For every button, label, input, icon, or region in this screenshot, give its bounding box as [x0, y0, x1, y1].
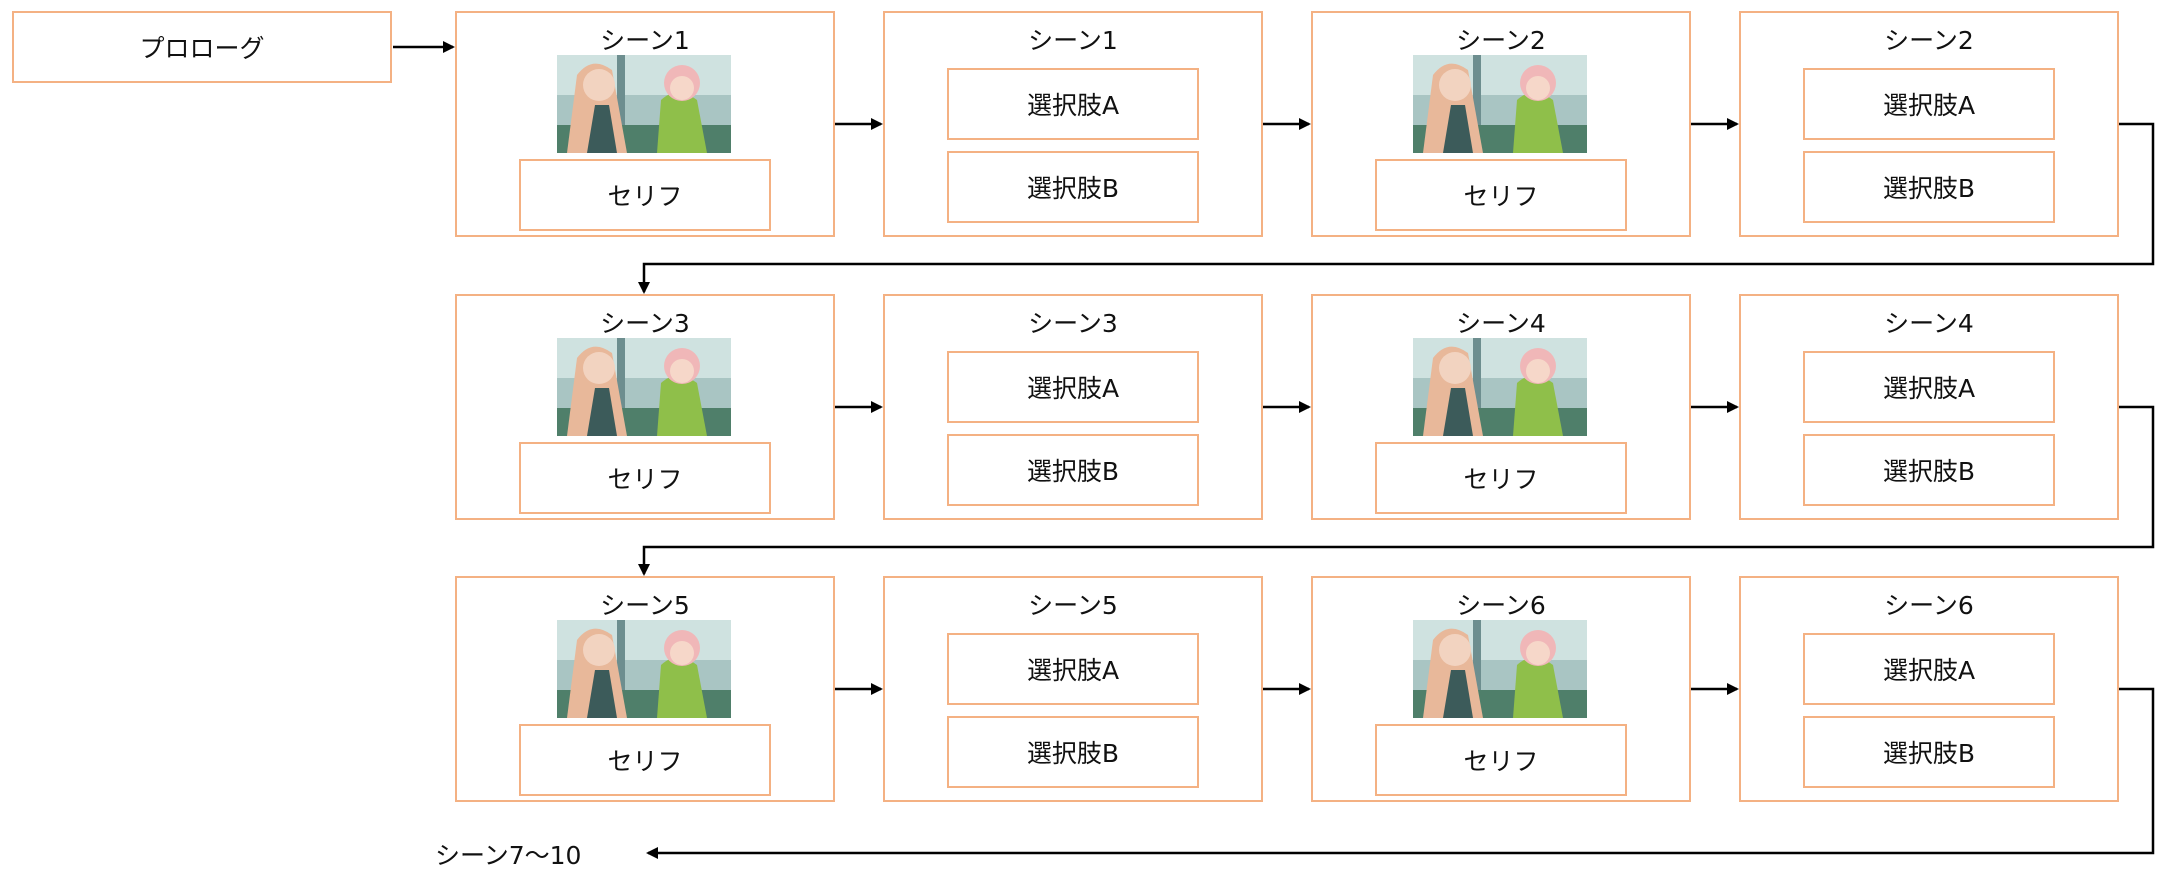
scene-card-choices: シーン5 選択肢A 選択肢B — [883, 576, 1263, 802]
choice-a-label: 選択肢A — [1882, 656, 1976, 685]
choice-b-label: 選択肢B — [1882, 739, 1976, 768]
choice-b-label: 選択肢B — [1026, 739, 1120, 768]
choice-b-box: 選択肢B — [947, 151, 1199, 223]
choice-a-label: 選択肢A — [1882, 91, 1976, 120]
choice-a-box: 選択肢A — [1803, 633, 2055, 705]
dialogue-box: セリフ — [519, 724, 771, 796]
character-illustration-thumbnail — [1413, 55, 1587, 153]
character-illustration-thumbnail — [557, 55, 731, 153]
flow-arrow — [646, 687, 2155, 859]
scene-title: シーン6 — [1456, 591, 1546, 620]
choice-b-label: 選択肢B — [1882, 457, 1976, 486]
scene-title: シーン4 — [1884, 309, 1974, 338]
choice-a-label: 選択肢A — [1026, 656, 1120, 685]
dialogue-label: セリフ — [1463, 747, 1539, 776]
scene-card-dialogue: シーン4 セリフ — [1311, 294, 1691, 520]
character-illustration-thumbnail — [1413, 338, 1587, 436]
scene-title: シーン5 — [1028, 591, 1118, 620]
choice-b-label: 選択肢B — [1026, 457, 1120, 486]
choice-a-label: 選択肢A — [1026, 91, 1120, 120]
scene-card-choices: シーン1 選択肢A 選択肢B — [883, 11, 1263, 237]
choice-a-box: 選択肢A — [1803, 68, 2055, 140]
dialogue-box: セリフ — [1375, 724, 1627, 796]
scene-title: シーン3 — [600, 309, 690, 338]
scene-card-dialogue: シーン6 セリフ — [1311, 576, 1691, 802]
dialogue-label: セリフ — [607, 747, 683, 776]
choice-a-box: 選択肢A — [1803, 351, 2055, 423]
scene-card-dialogue: シーン3 セリフ — [455, 294, 835, 520]
choice-b-box: 選択肢B — [1803, 434, 2055, 506]
scene-card-dialogue: シーン1 セリフ — [455, 11, 835, 237]
dialogue-box: セリフ — [519, 159, 771, 231]
dialogue-label: セリフ — [607, 465, 683, 494]
scene-card-dialogue: シーン2 セリフ — [1311, 11, 1691, 237]
choice-b-box: 選択肢B — [1803, 151, 2055, 223]
scene-title: シーン1 — [1028, 26, 1118, 55]
choice-b-box: 選択肢B — [947, 716, 1199, 788]
scene-card-choices: シーン3 選択肢A 選択肢B — [883, 294, 1263, 520]
scene-title: シーン6 — [1884, 591, 1974, 620]
dialogue-label: セリフ — [607, 182, 683, 211]
choice-b-box: 選択肢B — [1803, 716, 2055, 788]
scene-card-choices: シーン6 選択肢A 選択肢B — [1739, 576, 2119, 802]
flow-arrow — [638, 122, 2155, 294]
scene-card-choices: シーン2 選択肢A 選択肢B — [1739, 11, 2119, 237]
scene-card-dialogue: シーン5 セリフ — [455, 576, 835, 802]
dialogue-box: セリフ — [519, 442, 771, 514]
prologue-box: プロローグ — [12, 11, 392, 83]
scene-title: シーン2 — [1884, 26, 1974, 55]
scene-card-choices: シーン4 選択肢A 選択肢B — [1739, 294, 2119, 520]
dialogue-label: セリフ — [1463, 465, 1539, 494]
dialogue-box: セリフ — [1375, 159, 1627, 231]
choice-a-box: 選択肢A — [947, 68, 1199, 140]
prologue-label: プロローグ — [139, 34, 265, 63]
choice-a-label: 選択肢A — [1026, 374, 1120, 403]
scene-title: シーン5 — [600, 591, 690, 620]
choice-a-box: 選択肢A — [947, 351, 1199, 423]
character-illustration-thumbnail — [557, 338, 731, 436]
scene-title: シーン2 — [1456, 26, 1546, 55]
flow-arrow — [638, 405, 2155, 576]
scene-title: シーン4 — [1456, 309, 1546, 338]
choice-b-label: 選択肢B — [1026, 174, 1120, 203]
choice-b-label: 選択肢B — [1882, 174, 1976, 203]
character-illustration-thumbnail — [557, 620, 731, 718]
choice-a-label: 選択肢A — [1882, 374, 1976, 403]
choice-a-box: 選択肢A — [947, 633, 1199, 705]
scene-title: シーン1 — [600, 26, 690, 55]
scene-title: シーン3 — [1028, 309, 1118, 338]
dialogue-box: セリフ — [1375, 442, 1627, 514]
choice-b-box: 選択肢B — [947, 434, 1199, 506]
character-illustration-thumbnail — [1413, 620, 1587, 718]
dialogue-label: セリフ — [1463, 182, 1539, 211]
